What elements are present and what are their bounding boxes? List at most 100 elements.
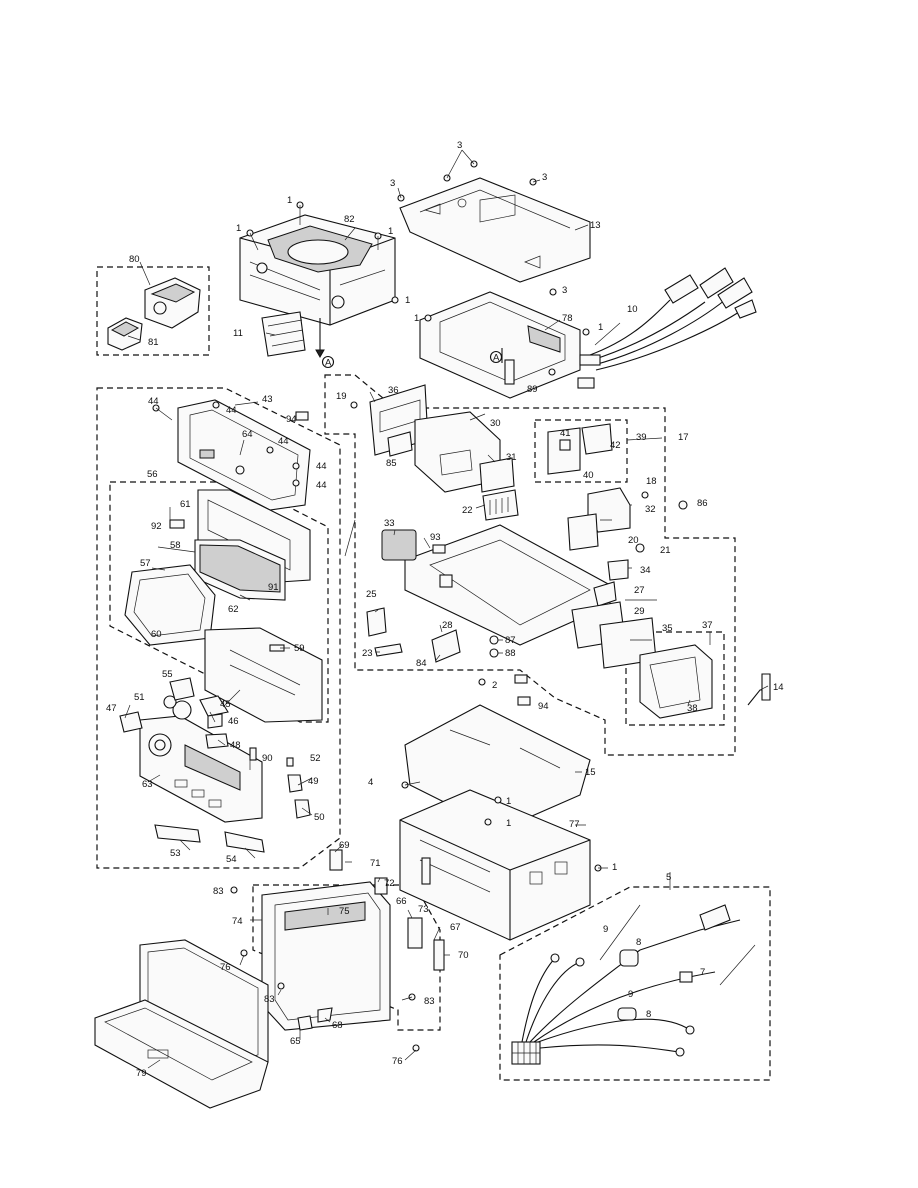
callout-25: 25	[366, 589, 377, 600]
callout-68: 68	[332, 1020, 343, 1031]
callout-70: 70	[458, 950, 469, 961]
lower-chassis	[399, 789, 591, 941]
callout-44: 44	[278, 436, 289, 447]
callout-44: 44	[226, 405, 237, 416]
callout-3: 3	[562, 285, 567, 296]
callout-5: 5	[666, 872, 671, 883]
callout-88: 88	[505, 648, 516, 659]
ref-arrow-head-a1	[315, 349, 325, 359]
callout-77: 77	[569, 819, 580, 830]
callout-18: 18	[646, 476, 657, 487]
callout-62: 62	[228, 604, 239, 615]
board-37	[639, 644, 771, 719]
board-37-box	[625, 631, 725, 726]
front-panel-bracket	[177, 399, 311, 511]
callout-64: 64	[242, 429, 253, 440]
callout-76: 76	[220, 962, 231, 973]
callout-1: 1	[598, 322, 603, 333]
callout-15: 15	[585, 767, 596, 778]
callout-83: 83	[264, 994, 275, 1005]
callout-58: 58	[170, 540, 181, 551]
callout-47: 47	[106, 703, 117, 714]
callout-1: 1	[414, 313, 419, 324]
callout-22: 22	[462, 505, 473, 516]
callout-32: 32	[645, 504, 656, 515]
callout-52: 52	[310, 753, 321, 764]
display-unit	[124, 489, 323, 723]
callout-2: 2	[492, 680, 497, 691]
callout-1: 1	[388, 226, 393, 237]
callout-9: 9	[603, 924, 608, 935]
wiring-harness-box	[499, 886, 771, 1081]
callout-42: 42	[610, 440, 621, 451]
callout-30: 30	[490, 418, 501, 429]
callout-14: 14	[773, 682, 784, 693]
callout-9: 9	[628, 989, 633, 1000]
ref-label-a2: A	[493, 353, 500, 364]
board-39	[547, 423, 613, 475]
callout-1: 1	[405, 295, 410, 306]
ref-circle-a2	[489, 350, 503, 364]
callout-94: 94	[286, 414, 297, 425]
carrying-case	[94, 939, 269, 1109]
screws	[152, 160, 602, 1052]
callout-34: 34	[640, 565, 651, 576]
callout-44: 44	[316, 480, 327, 491]
callout-73: 73	[418, 904, 429, 915]
callout-49: 49	[308, 776, 319, 787]
callout-1: 1	[506, 818, 511, 829]
callout-67: 67	[450, 922, 461, 933]
callout-76: 76	[392, 1056, 403, 1067]
callout-38: 38	[687, 703, 698, 714]
upper-chassis	[419, 291, 581, 399]
callout-82: 82	[344, 214, 355, 225]
callout-69: 69	[339, 840, 350, 851]
callout-11: 11	[233, 328, 243, 339]
callout-1: 1	[287, 195, 292, 206]
main-board-group-boundary	[324, 374, 736, 756]
callout-31: 31	[506, 452, 517, 463]
callout-3: 3	[390, 178, 395, 189]
remote-control-box	[96, 266, 210, 356]
callout-83: 83	[213, 886, 224, 897]
callout-29: 29	[634, 606, 645, 617]
callout-23: 23	[362, 648, 373, 659]
callout-17: 17	[678, 432, 689, 443]
callout-75: 75	[339, 906, 350, 917]
callout-84: 84	[416, 658, 427, 669]
callout-74: 74	[232, 916, 243, 927]
callout-13: 13	[590, 220, 601, 231]
callout-8: 8	[646, 1009, 651, 1020]
callout-92: 92	[151, 521, 162, 532]
top-cover	[399, 177, 591, 283]
callout-1: 1	[506, 796, 511, 807]
callout-79: 79	[136, 1068, 147, 1079]
callout-21: 21	[660, 545, 671, 556]
callout-54: 54	[226, 854, 237, 865]
callout-56: 56	[147, 469, 158, 480]
callout-40: 40	[583, 470, 594, 481]
front-panel	[139, 715, 263, 823]
callout-1: 1	[236, 223, 241, 234]
callout-36: 36	[388, 385, 399, 396]
ref-circle-a1	[321, 355, 335, 369]
front-buttons	[119, 677, 311, 853]
callout-83: 83	[424, 996, 435, 1007]
callout-72: 72	[384, 878, 395, 889]
callout-65: 65	[290, 1036, 301, 1047]
callout-71: 71	[370, 858, 381, 869]
callout-labels: 3 3 3 3 13 1 1 1 1 1 1 82 80 81 11 10 78…	[106, 140, 784, 1079]
callout-55: 55	[162, 669, 173, 680]
callout-60: 60	[151, 629, 162, 640]
callout-35: 35	[662, 623, 673, 634]
callout-86: 86	[697, 498, 708, 509]
faceplate-frame	[261, 849, 445, 1031]
callout-93: 93	[430, 532, 441, 543]
callout-1: 1	[612, 862, 617, 873]
remote-control	[107, 277, 201, 351]
callout-7: 7	[700, 967, 705, 978]
callout-94: 94	[538, 701, 549, 712]
callout-10: 10	[627, 304, 638, 315]
callout-28: 28	[442, 620, 453, 631]
callout-37: 37	[702, 620, 713, 631]
